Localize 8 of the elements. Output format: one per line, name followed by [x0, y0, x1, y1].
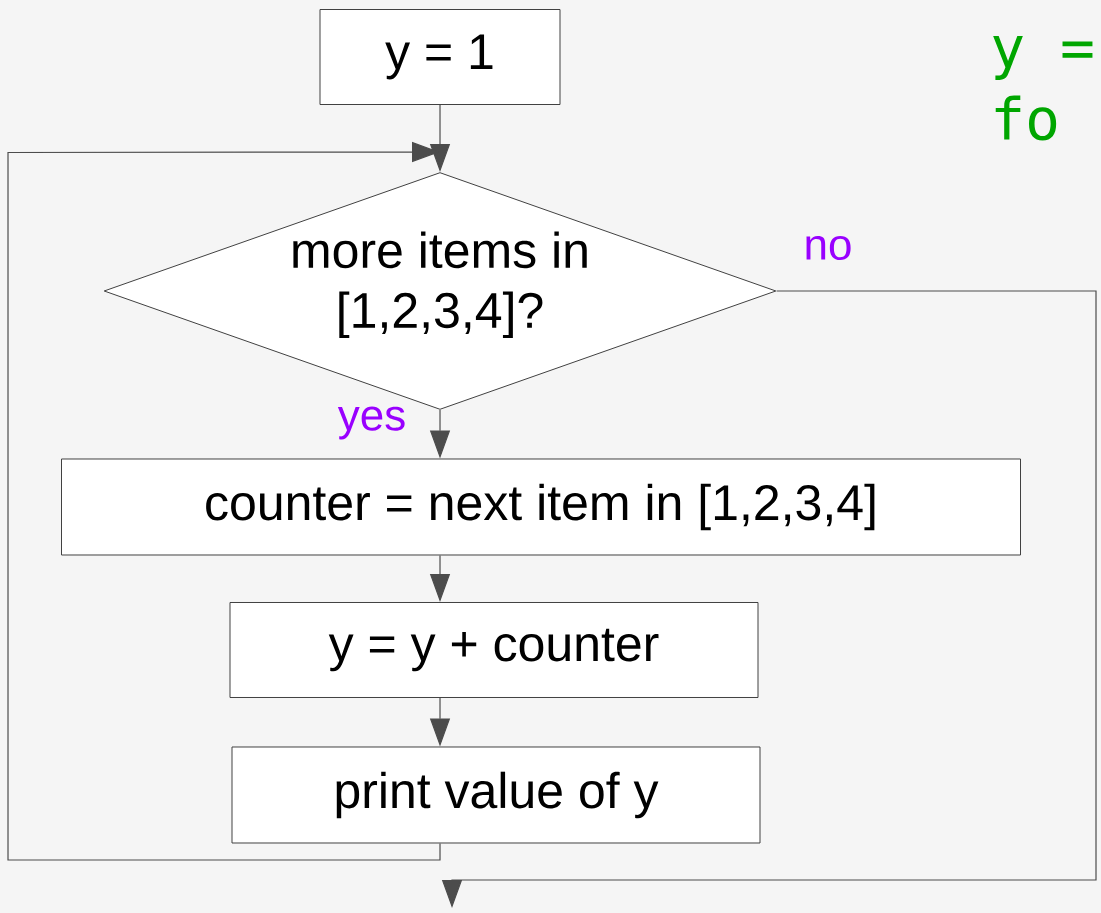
arrow	[7, 141, 441, 861]
process-box: print value of y	[231, 746, 761, 844]
code-text: fo	[995, 95, 1057, 141]
code-text: y =	[993, 36, 1093, 80]
process-box: y = 1	[319, 9, 561, 105]
edge-label: no	[806, 235, 851, 261]
process-box: y = y + counter	[229, 602, 759, 698]
process-box: counter = next item in [1,2,3,4]	[61, 458, 1021, 556]
